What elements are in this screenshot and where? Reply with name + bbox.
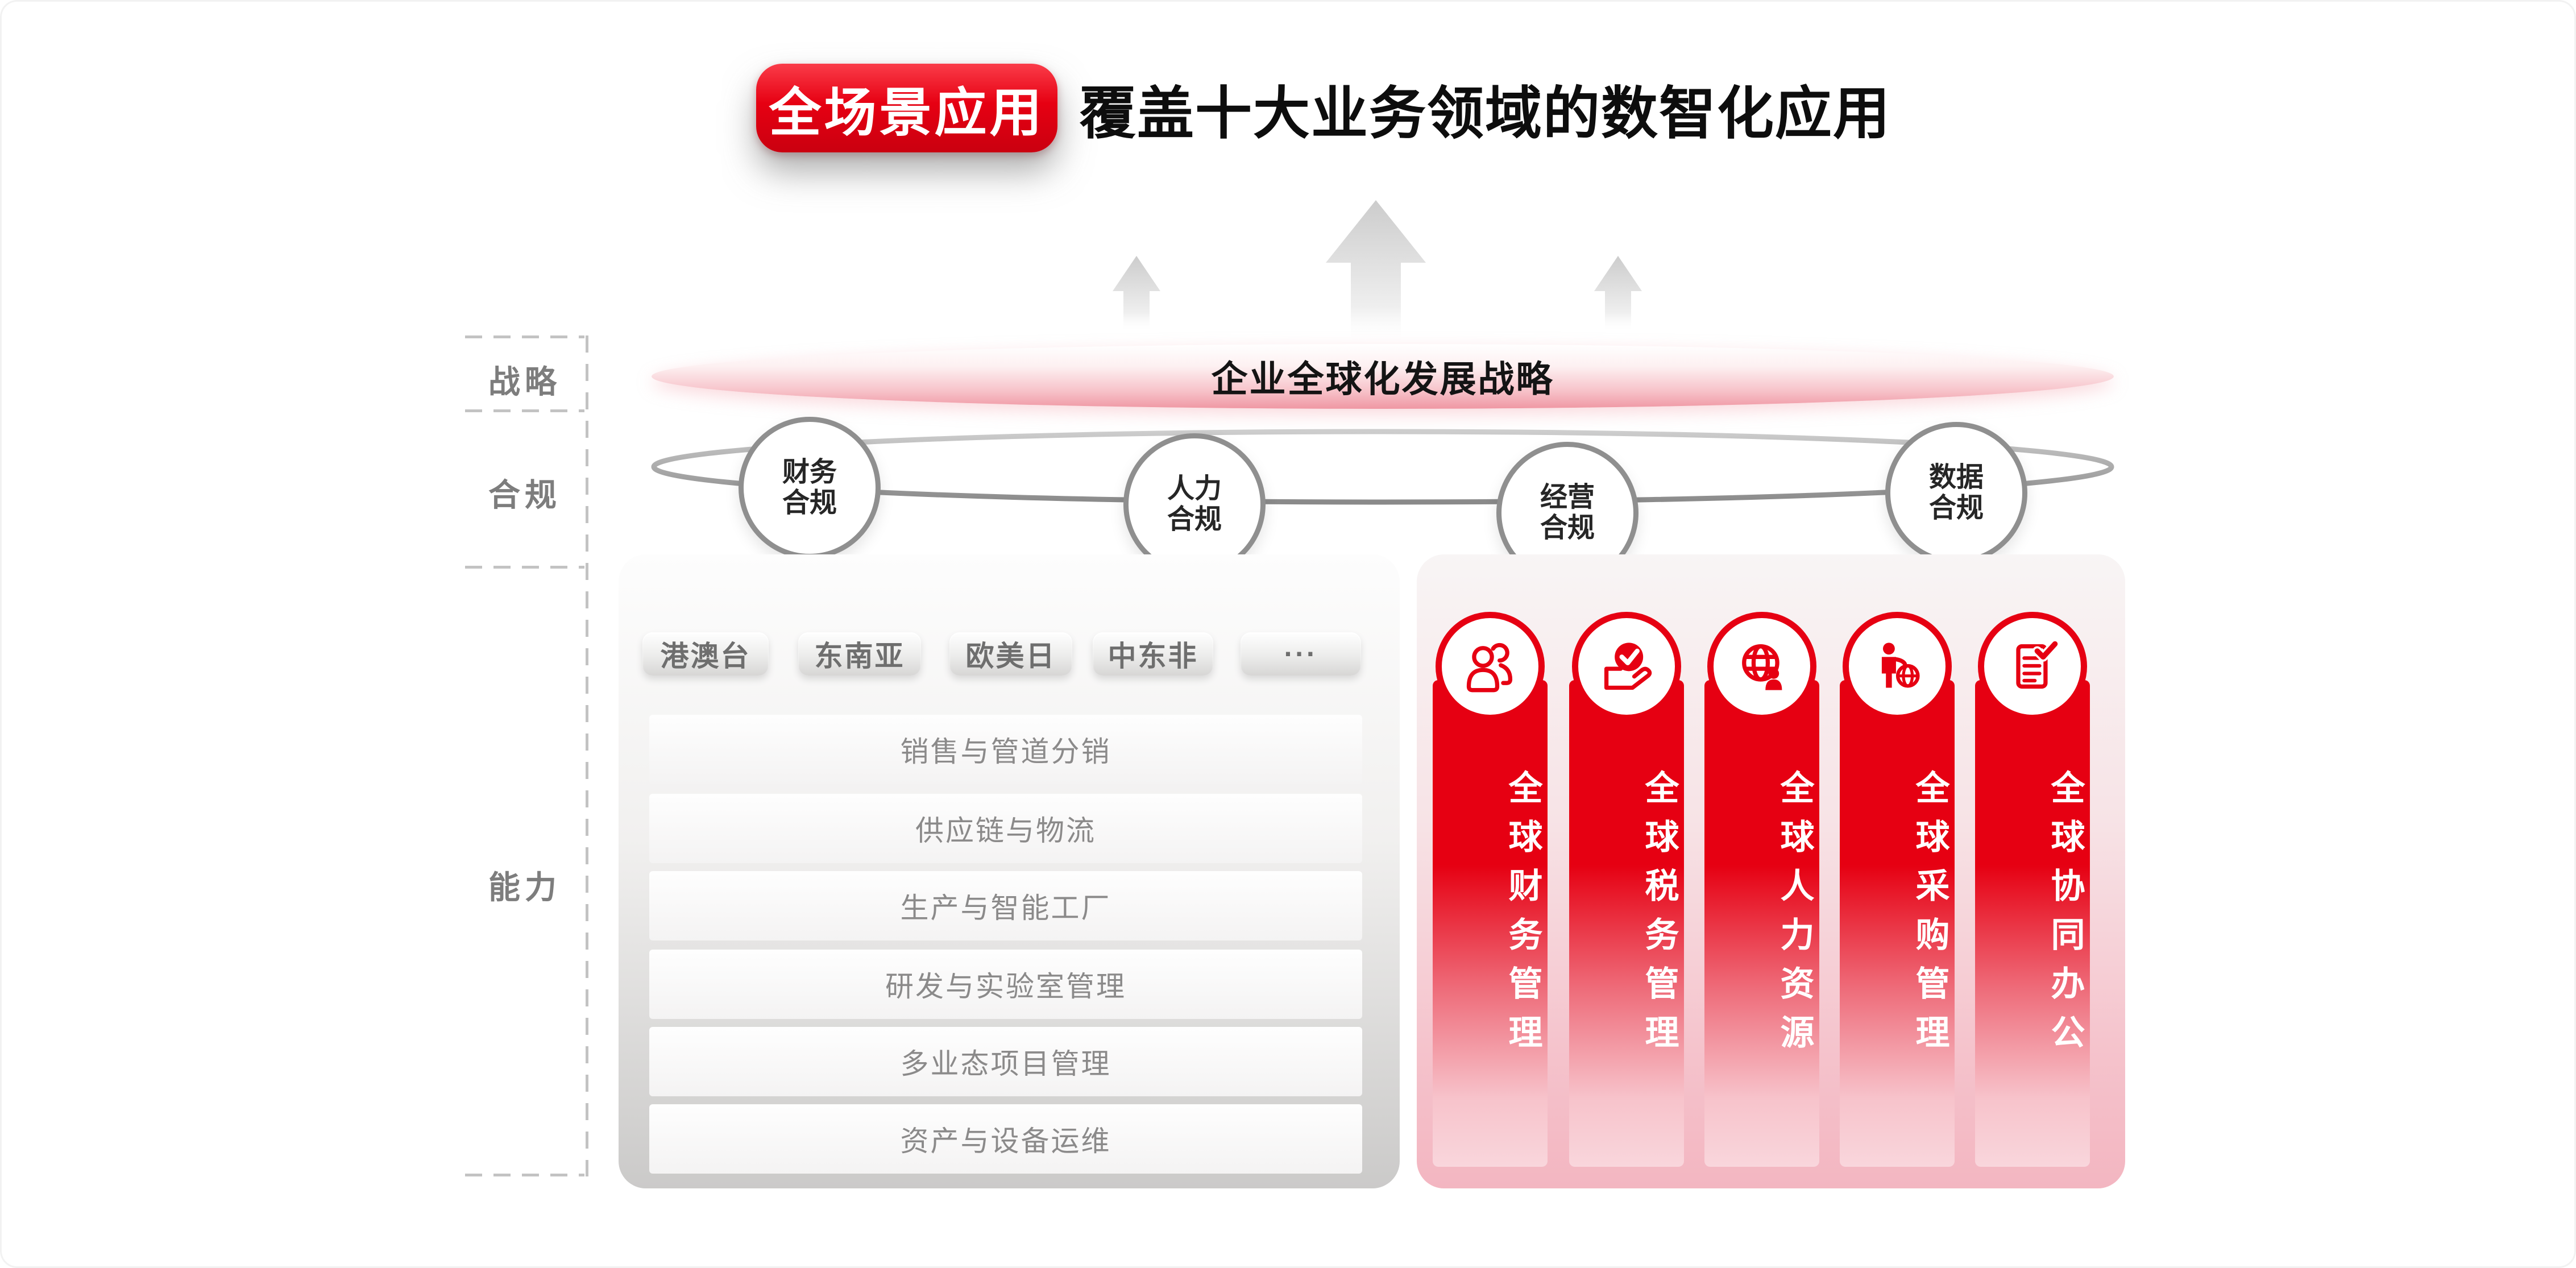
app-column-label-finance: 全球财务管理: [1504, 770, 1542, 1063]
region-tab-eu-us-jp[interactable]: 欧美日: [949, 632, 1072, 676]
check-hand-icon: [1604, 643, 1652, 690]
doc-check-icon: [2016, 639, 2060, 689]
compliance-orbit-ring: [651, 429, 2114, 505]
scenario-badge-label: 全场景应用: [769, 84, 1045, 142]
capability-row-supplychain: 供应链与物流: [649, 794, 1362, 863]
app-column-label-collaboration: 全球协同办公: [2046, 770, 2084, 1063]
app-icon-circle-procurement: [1843, 612, 1952, 721]
app-column-label-hr: 全球人力资源: [1776, 770, 1814, 1063]
compliance-node-label: 数据: [1928, 462, 1984, 493]
person-globe-icon: [1881, 643, 1920, 688]
compliance-node-label: 财务: [782, 457, 837, 488]
axis-divider: [465, 335, 584, 338]
strategy-ellipse-label: 企业全球化发展战略: [1211, 359, 1554, 400]
compliance-node-label: 合规: [1928, 493, 1984, 523]
scenario-badge: 全场景应用: [756, 64, 1057, 152]
team-icon: [1466, 643, 1513, 693]
axis-divider: [465, 409, 584, 412]
region-tab-more[interactable]: ···: [1241, 632, 1361, 676]
upward-arrows-icon: [1113, 200, 1642, 343]
capability-row-manufacturing: 生产与智能工厂: [649, 871, 1362, 940]
region-tab-hk-mo-tw[interactable]: 港澳台: [642, 632, 769, 676]
compliance-node-label: 人力: [1167, 474, 1222, 504]
compliance-node-label: 经营: [1540, 482, 1595, 513]
app-column-label-tax: 全球税务管理: [1640, 770, 1678, 1063]
axis-label-compliance: 合规: [488, 477, 561, 513]
compliance-node-label: 合规: [1540, 513, 1595, 543]
app-icon-circle-tax: [1572, 612, 1681, 721]
capability-row-project: 多业态项目管理: [649, 1027, 1362, 1096]
compliance-node-label: 合规: [782, 488, 837, 518]
compliance-node-finance: 财务 合规: [739, 417, 881, 559]
capability-row-sales: 销售与管道分销: [649, 715, 1362, 784]
axis-divider-vertical: [586, 335, 588, 1176]
app-column-tax: [1569, 680, 1684, 1167]
compliance-node-data: 数据 合规: [1885, 422, 2027, 564]
app-column-collaboration: [1975, 680, 2090, 1167]
app-column-finance: [1433, 680, 1548, 1167]
axis-divider: [465, 1174, 584, 1176]
axis-label-strategy: 战略: [488, 364, 561, 400]
app-icon-circle-finance: [1436, 612, 1545, 721]
region-tab-mea[interactable]: 中东非: [1093, 632, 1213, 676]
axis-label-capability: 能力: [488, 869, 561, 905]
axis-divider: [465, 566, 584, 569]
strategy-ellipse: 企业全球化发展战略: [652, 344, 2114, 409]
compliance-node-label: 合规: [1167, 504, 1222, 534]
app-column-label-procurement: 全球采购管理: [1911, 770, 1949, 1063]
page-title: 覆盖十大业务领域的数智化应用: [1079, 81, 1891, 146]
region-tab-sea[interactable]: 东南亚: [798, 632, 921, 676]
app-column-hr: [1704, 680, 1819, 1167]
app-icon-circle-collaboration: [1978, 612, 2087, 721]
capability-row-asset: 资产与设备运维: [649, 1104, 1362, 1174]
app-icon-circle-hr: [1707, 612, 1816, 721]
app-column-procurement: [1840, 680, 1955, 1167]
capability-row-rnd: 研发与实验室管理: [649, 950, 1362, 1019]
globe-user-icon: [1742, 644, 1782, 690]
